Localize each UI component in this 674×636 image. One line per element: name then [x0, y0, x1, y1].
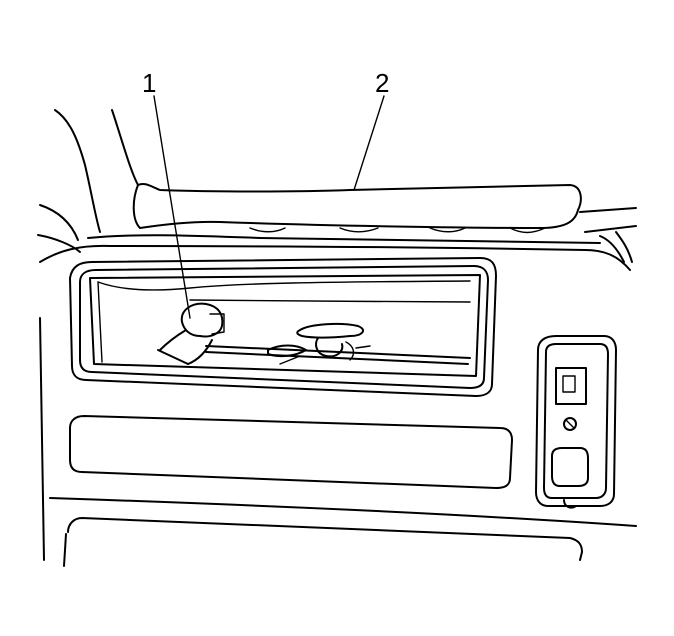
cover-panel: [132, 182, 582, 234]
upper-trim: [39, 207, 637, 271]
side-switch-module: [535, 335, 617, 509]
callout-1: 1: [142, 68, 156, 98]
strap-handle: [157, 302, 225, 365]
leader-line-1: [153, 95, 191, 319]
lower-panel: [39, 317, 637, 567]
seat-outline: [37, 109, 139, 253]
storage-compartment: [69, 257, 497, 397]
callout-leaders: [153, 95, 385, 319]
callout-2: 2: [375, 68, 389, 98]
jack-tools: [205, 322, 471, 365]
leader-line-2: [353, 95, 385, 191]
